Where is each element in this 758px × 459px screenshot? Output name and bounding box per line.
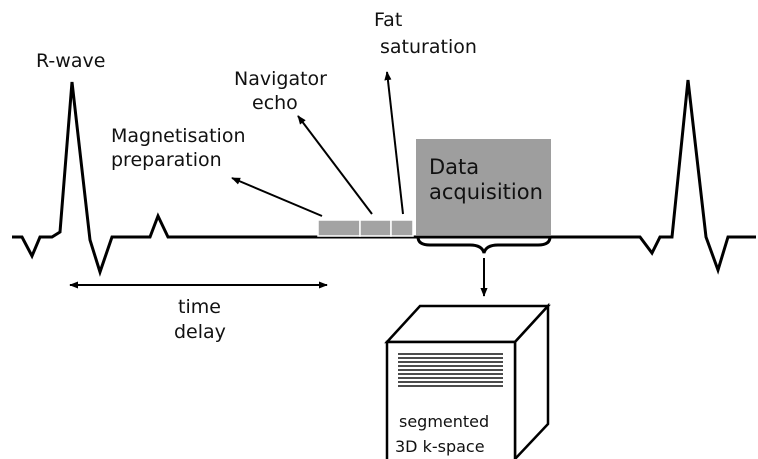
kspace-label-line1: segmented <box>399 412 489 431</box>
magnetisation-label-line1: Magnetisation <box>111 125 246 147</box>
navigator-label-line2: echo <box>252 92 298 114</box>
data-acquisition-label-line2: acquisition <box>429 180 543 204</box>
r-wave-label: R-wave <box>36 50 105 72</box>
kspace-segment-lines <box>398 353 503 387</box>
magnetisation-label-line2: preparation <box>111 149 222 171</box>
navigator-arrow <box>297 115 373 215</box>
fat-saturation-arrow <box>384 71 404 215</box>
fat-saturation-block <box>390 219 414 237</box>
time-delay-label-line1: time <box>178 296 221 318</box>
time-delay-label-line2: delay <box>174 321 226 343</box>
fat-saturation-label-line1: Fat <box>374 9 402 31</box>
magnetisation-arrow <box>231 177 323 217</box>
data-acquisition-label-line1: Data <box>429 155 479 179</box>
kspace-cube: segmented 3D k-space <box>384 302 551 459</box>
ecg-trace-left <box>12 81 318 277</box>
data-acquisition-block <box>416 139 551 235</box>
ecg-trace-right <box>552 79 756 275</box>
fat-saturation-label-line2: saturation <box>380 36 477 58</box>
magnetisation-preparation-block <box>317 219 361 237</box>
acquisition-brace <box>416 236 552 254</box>
navigator-echo-block <box>359 219 392 237</box>
kspace-label-line2: 3D k-space <box>395 437 485 456</box>
navigator-label-line1: Navigator <box>234 68 327 90</box>
